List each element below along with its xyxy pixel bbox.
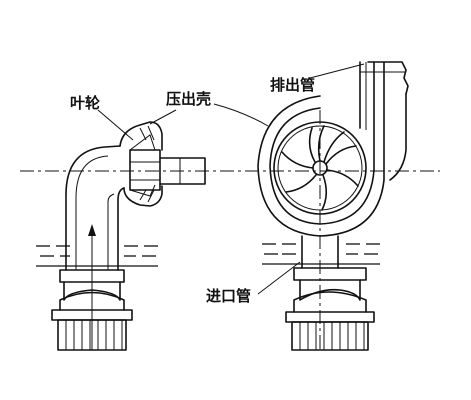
label-pressure-casing: 压出壳 [166,90,211,108]
label-impeller: 叶轮 [70,94,100,112]
left-pump-side-view [51,121,206,351]
label-suction-pipe: 进口管 [206,287,251,305]
left-water-surface [36,245,158,267]
label-discharge-pipe: 排出管 [270,76,315,94]
leader-lines [97,63,365,295]
right-pump-front-view [257,61,409,351]
right-water-surface [262,243,380,265]
